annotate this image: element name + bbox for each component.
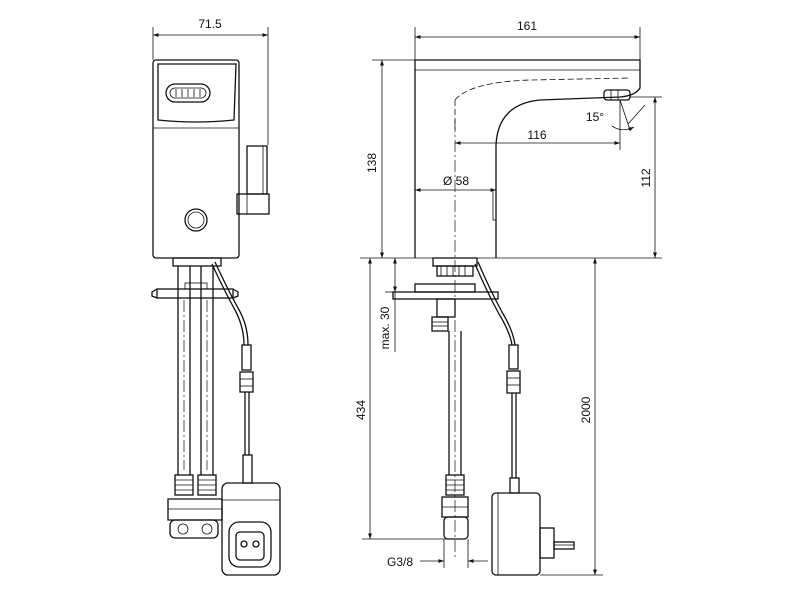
dim-front-width: 71.5 <box>152 17 269 145</box>
dim-outlet-height: 112 <box>498 96 662 259</box>
dim-hose-length: 434 <box>354 258 446 540</box>
front-body <box>152 59 270 259</box>
side-mounting <box>392 257 499 332</box>
dim-angle-label: 15° <box>586 110 604 124</box>
side-body <box>414 59 641 259</box>
dim-outlet-height-label: 112 <box>639 168 653 187</box>
dim-diameter-label: Ø 58 <box>443 174 469 188</box>
dim-cable-length-label: 2000 <box>579 396 593 423</box>
dim-cable-length: 2000 <box>540 258 603 576</box>
front-view: 71.5 <box>151 17 281 576</box>
dim-side-length-label: 161 <box>517 19 537 33</box>
dim-height: 138 <box>365 59 415 258</box>
dim-reach-label: 116 <box>527 128 546 142</box>
dim-hose-length-label: 434 <box>354 400 368 420</box>
dim-max-thickness-label: max. 30 <box>378 306 392 349</box>
dim-angle: 15° <box>586 99 646 132</box>
side-power-supply <box>491 492 575 576</box>
dim-reach: 116 <box>455 100 621 150</box>
dim-diameter: Ø 58 <box>415 174 496 192</box>
side-view: 161 138 116 <box>354 19 662 576</box>
dim-thread-label: G3/8 <box>387 555 413 569</box>
dim-max-thickness: max. 30 <box>360 257 415 352</box>
dim-height-label: 138 <box>365 153 379 173</box>
dim-front-width-label: 71.5 <box>198 17 222 31</box>
front-cable <box>211 261 254 484</box>
front-hoses <box>167 266 223 539</box>
side-hose <box>441 331 469 540</box>
front-power-supply <box>221 482 281 576</box>
side-cable <box>474 261 521 494</box>
front-mounting <box>151 257 239 299</box>
dim-side-length: 161 <box>414 19 641 60</box>
dim-thread: G3/8 <box>387 539 488 569</box>
